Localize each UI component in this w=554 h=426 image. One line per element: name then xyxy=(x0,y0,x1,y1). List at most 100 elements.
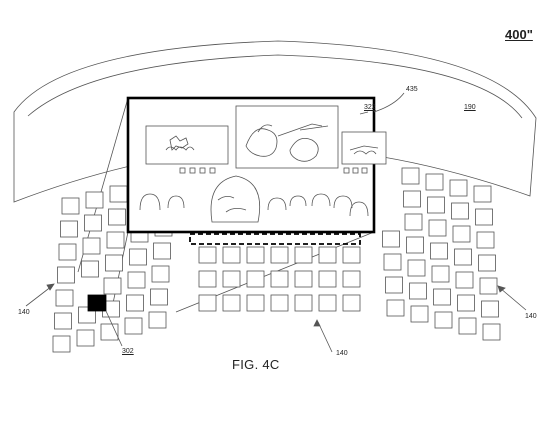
seat[interactable] xyxy=(76,329,95,347)
seat[interactable] xyxy=(270,294,289,312)
seat[interactable] xyxy=(153,242,171,260)
seat[interactable] xyxy=(246,270,265,288)
seat[interactable] xyxy=(318,270,337,288)
seat[interactable] xyxy=(198,270,217,288)
seat[interactable] xyxy=(106,231,125,249)
seat[interactable] xyxy=(428,219,447,237)
seat[interactable] xyxy=(342,294,361,312)
seat[interactable] xyxy=(55,289,74,307)
seat[interactable] xyxy=(151,265,170,283)
seat[interactable] xyxy=(475,208,493,226)
screen-panel-center xyxy=(235,105,339,169)
leader-322 xyxy=(359,111,369,115)
seat[interactable] xyxy=(246,246,265,264)
seat[interactable] xyxy=(294,294,313,312)
seat[interactable] xyxy=(481,300,499,318)
panel-right-artwork xyxy=(349,145,379,155)
seat[interactable] xyxy=(109,185,128,203)
seat[interactable] xyxy=(294,246,313,264)
seat[interactable] xyxy=(482,323,501,341)
seat[interactable] xyxy=(458,317,477,335)
seat[interactable] xyxy=(455,271,474,289)
seat[interactable] xyxy=(270,270,289,288)
seat[interactable] xyxy=(318,294,337,312)
leader-302 xyxy=(105,310,123,347)
seat[interactable] xyxy=(222,294,241,312)
leader-435 xyxy=(373,92,405,113)
seating-section-center xyxy=(198,246,361,312)
seat[interactable] xyxy=(52,335,71,353)
arrow-140-right xyxy=(499,287,527,311)
seat[interactable] xyxy=(404,213,423,231)
seat[interactable] xyxy=(457,294,475,312)
seat[interactable] xyxy=(198,246,217,264)
seat[interactable] xyxy=(342,246,361,264)
seat[interactable] xyxy=(385,276,403,294)
seat[interactable] xyxy=(129,248,147,266)
seat[interactable] xyxy=(410,305,429,323)
seat[interactable] xyxy=(454,248,472,266)
seat[interactable] xyxy=(342,270,361,288)
seat[interactable] xyxy=(103,277,122,295)
seat[interactable] xyxy=(124,317,143,335)
panel-right-caption-2 xyxy=(352,167,359,174)
seat[interactable] xyxy=(84,214,102,232)
seat[interactable] xyxy=(407,259,426,277)
seat[interactable] xyxy=(449,179,468,197)
seat[interactable] xyxy=(430,242,448,260)
seat[interactable] xyxy=(81,260,99,278)
seat[interactable] xyxy=(383,253,402,271)
seat[interactable] xyxy=(246,294,265,312)
seat[interactable] xyxy=(60,220,78,238)
seat[interactable] xyxy=(434,311,453,329)
seat[interactable] xyxy=(318,246,337,264)
seat[interactable] xyxy=(386,299,405,317)
seat[interactable] xyxy=(85,191,104,209)
seat[interactable] xyxy=(406,236,424,254)
seat[interactable] xyxy=(382,230,400,248)
seating-section-left xyxy=(52,173,176,353)
seat[interactable] xyxy=(198,294,217,312)
ref-dome-190: 190 xyxy=(464,104,476,111)
seat[interactable] xyxy=(427,196,445,214)
panel-right-caption-3 xyxy=(361,167,368,174)
seat[interactable] xyxy=(61,197,80,215)
seat[interactable] xyxy=(431,265,450,283)
seat[interactable] xyxy=(57,266,75,284)
seat[interactable] xyxy=(479,277,498,295)
seat[interactable] xyxy=(294,270,313,288)
seat[interactable] xyxy=(473,185,492,203)
seat[interactable] xyxy=(401,167,420,185)
panel-left-caption-1 xyxy=(179,167,186,174)
ref-selected-seat-302: 302 xyxy=(122,348,134,355)
seat[interactable] xyxy=(222,246,241,264)
seat[interactable] xyxy=(148,311,167,329)
seat[interactable] xyxy=(127,271,146,289)
seat[interactable] xyxy=(478,254,496,272)
seat[interactable] xyxy=(108,208,126,226)
seat[interactable] xyxy=(82,237,101,255)
seat[interactable] xyxy=(270,246,289,264)
arrow-140-left-head xyxy=(46,283,55,291)
ref-screen-322: 322 xyxy=(364,104,376,111)
arrow-140-center-head xyxy=(313,319,321,327)
seat[interactable] xyxy=(58,243,77,261)
seat[interactable] xyxy=(54,312,72,330)
seat[interactable] xyxy=(433,288,451,306)
seat[interactable] xyxy=(150,288,168,306)
seat[interactable] xyxy=(409,282,427,300)
seat[interactable] xyxy=(403,190,421,208)
seat[interactable] xyxy=(476,231,495,249)
arrow-140-left xyxy=(25,285,53,307)
seat[interactable] xyxy=(126,294,144,312)
selected-seat[interactable] xyxy=(87,294,107,312)
seat[interactable] xyxy=(451,202,469,220)
seat[interactable] xyxy=(105,254,123,272)
seat[interactable] xyxy=(222,270,241,288)
seat[interactable] xyxy=(452,225,471,243)
seat[interactable] xyxy=(425,173,444,191)
figure-caption: FIG. 4C xyxy=(232,357,280,372)
panel-right-caption-1 xyxy=(343,167,350,174)
arrow-140-right-head xyxy=(497,285,506,293)
audience-silhouettes xyxy=(139,175,369,223)
